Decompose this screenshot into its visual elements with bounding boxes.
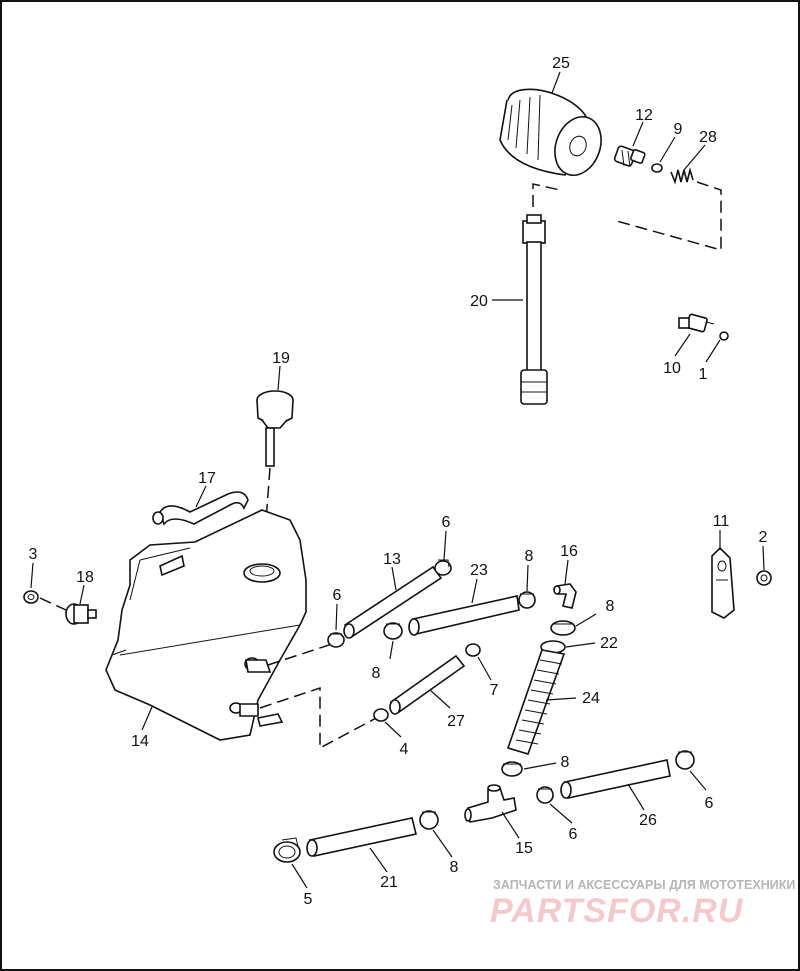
assembly-line-tank bbox=[259, 643, 381, 750]
clamp-6-top bbox=[434, 559, 452, 576]
assembly-line-filter bbox=[532, 181, 722, 251]
callout-3: 3 bbox=[29, 546, 38, 563]
callout-6-lower: 6 bbox=[569, 826, 578, 843]
callout-8-lower: 8 bbox=[561, 754, 570, 771]
nut-3 bbox=[23, 590, 39, 604]
hose-23 bbox=[408, 595, 520, 636]
nut-2 bbox=[756, 570, 772, 586]
callout-21: 21 bbox=[380, 874, 398, 891]
leader-lines bbox=[30, 71, 765, 889]
callout-16: 16 bbox=[560, 543, 578, 560]
callout-20: 20 bbox=[470, 293, 488, 310]
callout-24: 24 bbox=[582, 690, 600, 707]
washer-1 bbox=[719, 331, 729, 341]
callout-19: 19 bbox=[272, 350, 290, 367]
hose-21 bbox=[306, 817, 417, 857]
watermark: ЗАПЧАСТИ И АКСЕССУАРЫ ДЛЯ МОТОТЕХНИКИ PA… bbox=[490, 878, 795, 930]
callout-12: 12 bbox=[635, 107, 653, 124]
bracket-11 bbox=[711, 546, 735, 619]
ball-9 bbox=[651, 163, 663, 173]
callout-8-upper: 8 bbox=[606, 598, 615, 615]
callout-8-left: 8 bbox=[372, 665, 381, 682]
elbow-16 bbox=[553, 583, 577, 609]
tee-fitting-15 bbox=[464, 784, 517, 823]
clamp-4 bbox=[373, 708, 389, 722]
hose-26 bbox=[560, 759, 671, 799]
callout-26: 26 bbox=[639, 812, 657, 829]
callout-17: 17 bbox=[198, 470, 216, 487]
spring-28 bbox=[670, 166, 694, 185]
callout-23: 23 bbox=[470, 562, 488, 579]
clamp-8-bottom bbox=[419, 810, 439, 830]
callout-7: 7 bbox=[490, 682, 499, 699]
callout-5: 5 bbox=[304, 891, 313, 908]
callout-9: 9 bbox=[674, 121, 683, 138]
hose-13 bbox=[343, 565, 443, 639]
callout-27: 27 bbox=[447, 713, 465, 730]
bellows-hose-24 bbox=[506, 649, 566, 755]
callout-2: 2 bbox=[759, 529, 768, 546]
callout-4: 4 bbox=[400, 741, 409, 758]
callout-6-left: 6 bbox=[333, 587, 342, 604]
clamp-8-upper bbox=[550, 620, 576, 636]
callout-6-right: 6 bbox=[705, 795, 714, 812]
oil-filter-25 bbox=[499, 88, 602, 176]
fitting-12 bbox=[613, 145, 646, 168]
oil-tube-20 bbox=[520, 214, 548, 405]
callout-8-right: 8 bbox=[525, 548, 534, 565]
callout-28: 28 bbox=[699, 129, 717, 146]
clamp-6-lower bbox=[536, 786, 554, 804]
vent-hose-17 bbox=[152, 491, 249, 526]
assembly-line-grommet bbox=[39, 597, 67, 611]
clamp-6-right bbox=[675, 750, 695, 770]
hose-27 bbox=[389, 654, 466, 715]
oil-sensor-10 bbox=[678, 313, 715, 333]
callout-25: 25 bbox=[552, 55, 570, 72]
callout-13: 13 bbox=[383, 551, 401, 568]
watermark-brand: PARTSFOR.RU bbox=[490, 892, 744, 930]
clamp-8-right bbox=[518, 591, 536, 609]
clamp-7 bbox=[465, 643, 481, 657]
callout-14: 14 bbox=[131, 733, 149, 750]
dipstick-19 bbox=[256, 390, 294, 467]
callout-8-bottom: 8 bbox=[450, 859, 459, 876]
callout-15: 15 bbox=[515, 840, 533, 857]
clamp-8-lower bbox=[501, 761, 523, 777]
clamp-8-left bbox=[383, 622, 403, 640]
callout-22: 22 bbox=[600, 635, 618, 652]
callout-labels: 25 12 9 28 20 10 1 19 17 3 18 14 6 13 6 … bbox=[29, 55, 768, 908]
watermark-tagline: ЗАПЧАСТИ И АКСЕССУАРЫ ДЛЯ МОТОТЕХНИКИ bbox=[493, 878, 795, 892]
clamp-6-left bbox=[327, 632, 345, 648]
grommet-18 bbox=[65, 603, 97, 625]
callout-10: 10 bbox=[663, 360, 681, 377]
callout-6-top: 6 bbox=[442, 514, 451, 531]
callout-11: 11 bbox=[713, 513, 730, 530]
callout-18: 18 bbox=[76, 569, 94, 586]
callout-1: 1 bbox=[699, 366, 708, 383]
oil-tank-14 bbox=[105, 509, 307, 741]
clamp-5 bbox=[273, 837, 301, 863]
